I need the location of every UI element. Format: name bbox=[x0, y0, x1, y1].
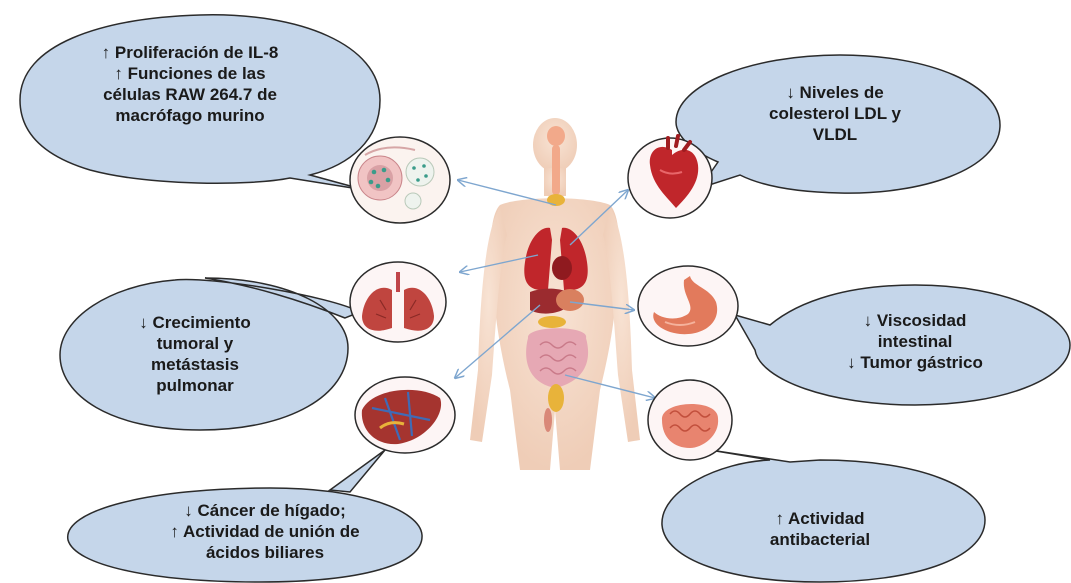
stomach-line-1: ↓ Viscosidad bbox=[815, 310, 1015, 331]
immune-effects-text: ↑ Proliferación de IL-8 ↑ Funciones de l… bbox=[70, 42, 310, 126]
human-body-organs-icon bbox=[470, 118, 640, 470]
immune-line-2: ↑ Funciones de las bbox=[70, 63, 310, 84]
cell-culture-icon bbox=[350, 137, 450, 223]
liver-line-3: ácidos biliares bbox=[120, 542, 410, 563]
intestine-line-1: ↑ Actividad bbox=[745, 508, 895, 529]
stomach-icon bbox=[638, 266, 738, 346]
intestine-effects-text: ↑ Actividad antibacterial bbox=[745, 508, 895, 550]
arrow-to-immune bbox=[458, 180, 556, 205]
heart-effects-text: ↓ Niveles de colesterol LDL y VLDL bbox=[735, 82, 935, 145]
heart-line-2: colesterol LDL y bbox=[735, 103, 935, 124]
liver-effects-text: ↓ Cáncer de hígado; ↑ Actividad de unión… bbox=[120, 500, 410, 563]
liver-icon bbox=[355, 377, 455, 453]
lungs-line-2: tumoral y bbox=[105, 333, 285, 354]
stomach-line-3: ↓ Tumor gástrico bbox=[815, 352, 1015, 373]
intestine-line-2: antibacterial bbox=[745, 529, 895, 550]
lungs-icon bbox=[350, 262, 446, 342]
liver-line-2: ↑ Actividad de unión de bbox=[120, 521, 410, 542]
heart-line-1: ↓ Niveles de bbox=[735, 82, 935, 103]
heart-line-3: VLDL bbox=[735, 124, 935, 145]
stomach-effects-text: ↓ Viscosidad intestinal ↓ Tumor gástrico bbox=[815, 310, 1015, 373]
lungs-line-4: pulmonar bbox=[105, 375, 285, 396]
immune-line-3: células RAW 264.7 de bbox=[70, 84, 310, 105]
intestine-icon bbox=[648, 380, 732, 460]
lungs-effects-text: ↓ Crecimiento tumoral y metástasis pulmo… bbox=[105, 312, 285, 396]
lungs-line-3: metástasis bbox=[105, 354, 285, 375]
immune-line-1: ↑ Proliferación de IL-8 bbox=[70, 42, 310, 63]
immune-line-4: macrófago murino bbox=[70, 105, 310, 126]
stomach-line-2: intestinal bbox=[815, 331, 1015, 352]
lungs-line-1: ↓ Crecimiento bbox=[105, 312, 285, 333]
liver-line-1: ↓ Cáncer de hígado; bbox=[120, 500, 410, 521]
